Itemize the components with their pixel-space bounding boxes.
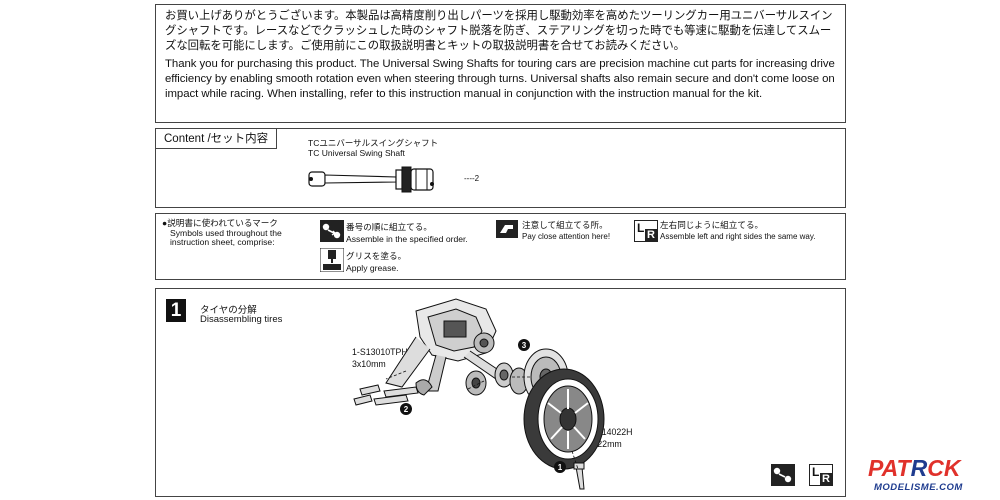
step-number: 1 [166,299,186,322]
watermark-logo-part-c: CK [927,455,961,481]
order-english: Assemble in the specified order. [346,234,468,244]
attention-japanese: 注意して組立てる所。 [522,220,608,230]
intro-box: お買い上げありがとうございます。本製品は高精度削り出しパーツを採用し駆動効率を高… [155,4,846,123]
bolt-size: 4x22mm [588,439,622,449]
grease-japanese: グリスを塗る。 [346,251,407,261]
screw-code: 1-S13010TPH [352,347,408,357]
bolt-code: 1-S14022H [588,427,633,437]
left-right-japanese: 左右同じように組立てる。 [660,220,764,230]
order-japanese: 番号の順に組立てる。 [346,222,432,232]
watermark-logo: PATRCK MODELISME.COM [868,455,998,499]
left-right-icon-l: L [637,221,645,235]
intro-japanese: お買い上げありがとうございます。本製品は高精度削り出しパーツを採用し駆動効率を高… [165,10,833,52]
callout-2-marker [400,403,412,415]
tire-disassembly-illustration: 3 2 1 [353,298,605,490]
step-title-english: Disassembling tires [200,314,283,325]
part-quantity: ----2 [464,174,480,183]
part-name-japanese: TCユニバーサルスイングシャフト [308,138,439,148]
left-right-english: Assemble left and right sides the same w… [660,232,816,241]
left-right-icon-l: L [812,465,820,479]
step-corner-icons: L R [770,464,833,486]
watermark-site: MODELISME.COM [874,482,963,493]
attention-english: Pay close attention here! [522,232,611,241]
left-right-icon-r: R [820,473,832,485]
intro-english: Thank you for purchasing this product. T… [165,58,835,100]
assemble-order-icon [770,464,795,486]
screw-size: 3x10mm [352,359,386,369]
watermark-logo-part-b: R [910,455,928,481]
universal-shaft-illustration [308,166,434,193]
attention-icon [496,220,518,238]
callout-1-marker [554,461,566,473]
content-title: Content /セット内容 [155,128,278,149]
step-1-box: 1 タイヤの分解 Disassembling tires 1-S13010TPH… [155,288,846,497]
callout-1: 1 [558,463,563,472]
step-title-japanese: タイヤの分解 [200,305,257,316]
symbols-heading-japanese: ●説明書に使われているマーク [162,218,278,228]
symbols-heading-english-2: instruction sheet, comprise: [170,237,275,247]
grease-icon [320,248,344,272]
assemble-order-icon [320,220,344,242]
watermark-logo-text: PATRCK [868,455,960,481]
left-right-icon-r: R [645,229,657,241]
part-name-english: TC Universal Swing Shaft [308,148,405,158]
callout-3: 3 [522,341,527,350]
symbols-heading-english-1: Symbols used throughout the [170,228,282,238]
left-right-icon: L R [634,220,658,242]
callout-2: 2 [404,405,409,414]
grease-english: Apply grease. [346,263,399,273]
callout-3-marker [518,339,530,351]
content-box: Content /セット内容 TCユニバーサルスイングシャフト TC Unive… [155,128,846,208]
symbols-box: ●説明書に使われているマーク Symbols used throughout t… [155,213,846,280]
left-right-icon: L R [809,464,833,486]
watermark-logo-part-a: PAT [868,455,911,481]
